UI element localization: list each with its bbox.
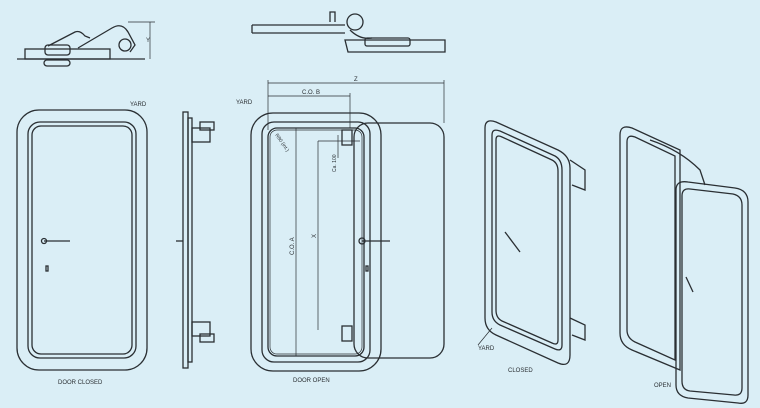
door-closed-caption: DOOR CLOSED (58, 380, 103, 386)
dim-z-label: Z (354, 77, 358, 83)
dim-coa-label: C.O. A (290, 237, 296, 255)
door-open-caption: DOOR OPEN (293, 378, 330, 384)
dim-x-label: X (312, 234, 318, 238)
perspective-closed: YARD CLOSED (477, 120, 586, 374)
closed-caption: CLOSED (508, 368, 533, 374)
dim-cob-label: C.O. B (302, 90, 320, 96)
dim-y-label: Y (146, 38, 150, 44)
radius-label: R80 (int.) (273, 133, 290, 154)
door-side-section (176, 111, 215, 369)
door-open-front: Z C.O. B YARD R80 (int.) Ca. 100 C.O. A … (236, 77, 445, 384)
ca100-label: Ca. 100 (332, 154, 338, 172)
yard-label-2: YARD (236, 100, 253, 106)
yard-label-3: YARD (478, 346, 495, 352)
open-caption: OPEN (654, 383, 671, 389)
side-view-top-left: Y (17, 21, 155, 67)
yard-label-1: YARD (130, 102, 147, 108)
door-closed-front: YARD DOOR CLOSED (16, 102, 148, 386)
perspective-open: OPEN (619, 126, 749, 404)
plan-view-top (251, 11, 446, 53)
